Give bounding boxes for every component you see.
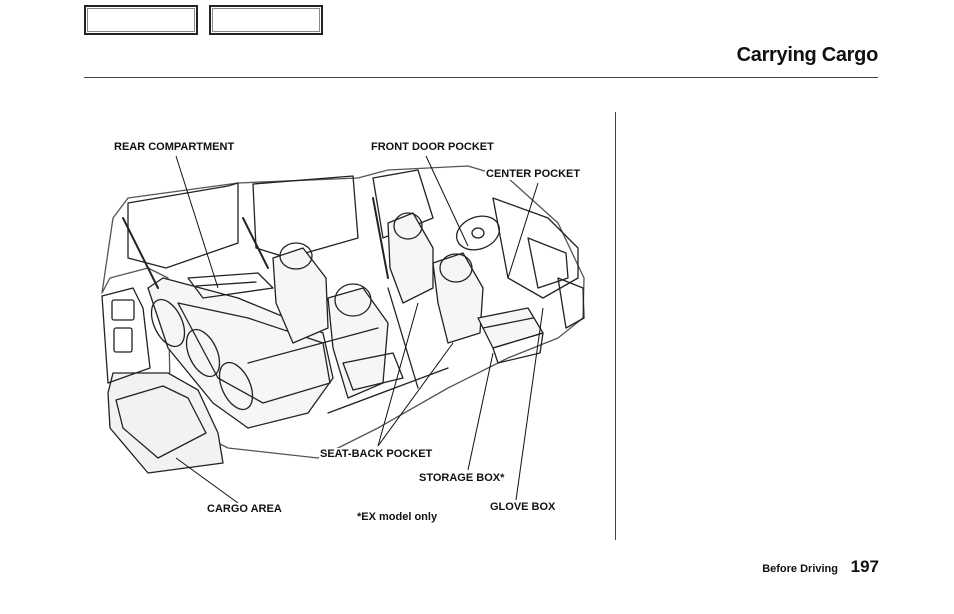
label-seat-back-pocket: SEAT-BACK POCKET — [319, 448, 434, 460]
vehicle-interior-illustration — [101, 155, 585, 504]
label-ex-model-note: *EX model only — [356, 511, 439, 523]
header-divider — [84, 77, 878, 78]
previous-page-button[interactable] — [84, 5, 198, 35]
label-center-pocket: CENTER POCKET — [485, 168, 582, 180]
label-cargo-area: CARGO AREA — [206, 503, 283, 515]
label-glove-box: GLOVE BOX — [489, 501, 557, 513]
label-front-door-pocket: FRONT DOOR POCKET — [370, 141, 495, 153]
column-divider — [615, 112, 616, 540]
next-page-button[interactable] — [209, 5, 323, 35]
page-number: 197 — [850, 557, 879, 576]
footer-section-name: Before Driving — [762, 563, 838, 575]
label-storage-box: STORAGE BOX* — [418, 472, 506, 484]
label-rear-compartment: REAR COMPARTMENT — [113, 141, 236, 153]
page-title: Carrying Cargo — [736, 44, 879, 66]
